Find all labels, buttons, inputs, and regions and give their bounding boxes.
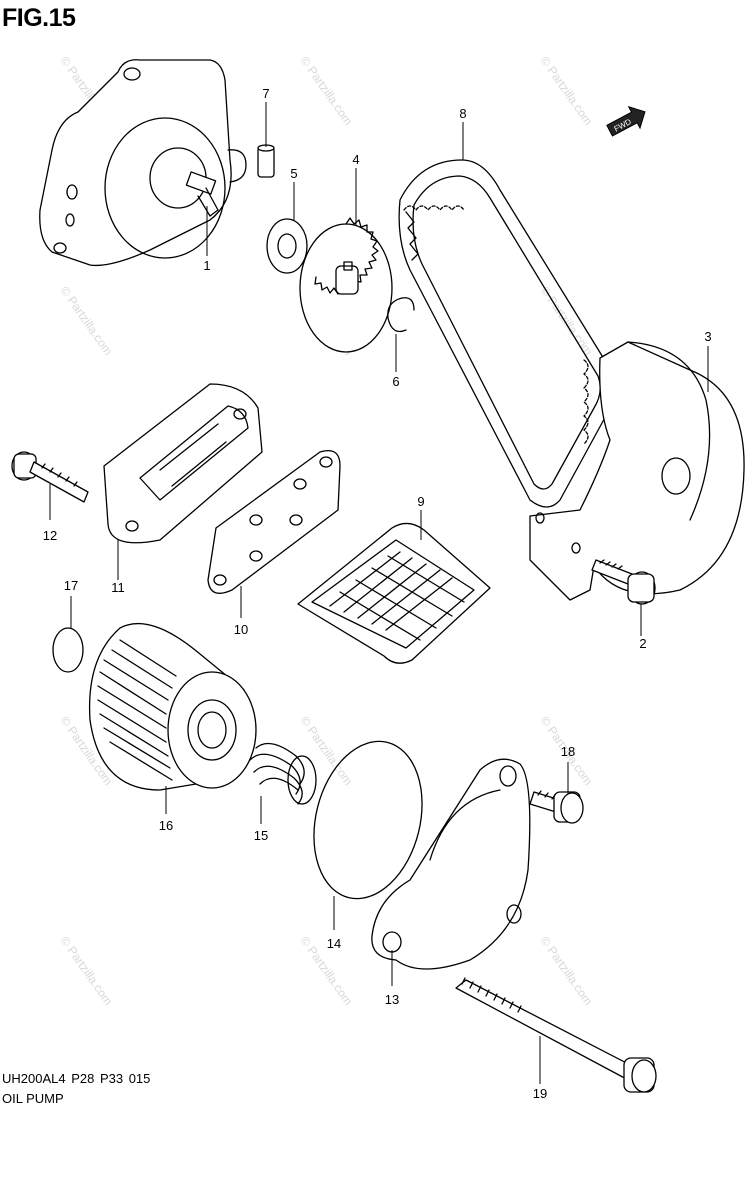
part-10-gasket [207,449,341,594]
part-11-oil-strainer-housing [103,383,263,544]
callout-15: 15 [254,828,268,843]
part-3-chain-guide-cover [529,341,745,601]
callout-3: 3 [704,329,711,344]
part-13-oil-filter-cover [371,758,531,970]
callout-16: 16 [159,818,173,833]
part-15-spring [249,742,317,805]
callout-12: 12 [43,528,57,543]
part-9-oil-strainer-screen [297,522,491,664]
part-16-oil-filter [88,622,257,791]
part-1-oil-pump-body [39,59,247,267]
part-7-dowel-pin [257,144,275,178]
callout-4: 4 [352,152,359,167]
diagram-code: UH200AL4 P28 P33 015 [2,1071,151,1086]
callout-10: 10 [234,622,248,637]
callout-11: 11 [111,580,125,595]
callout-14: 14 [327,936,341,951]
callout-18: 18 [561,744,575,759]
callout-9: 9 [417,494,424,509]
part-5-washer [266,218,308,274]
watermark: © Partzilla.com [538,934,596,1008]
part-19-long-bolt [455,977,657,1093]
callout-1: 1 [203,258,210,273]
part-4-oil-pump-sprocket [299,217,393,353]
figure-title: FIG.15 [2,4,76,32]
watermark: © Partzilla.com [538,284,596,358]
part-17-o-ring [52,627,84,673]
callout-13: 13 [385,992,399,1007]
part-2-bolt [591,559,656,605]
part-18-bolt [529,790,584,824]
watermark: © Partzilla.com [58,934,116,1008]
callout-7: 7 [262,86,269,101]
callout-19: 19 [533,1086,547,1101]
watermark: © Partzilla.com [538,54,596,128]
watermark: © Partzilla.com [298,714,356,788]
fwd-direction-arrow-icon: FWD [606,106,646,137]
watermark: © Partzilla.com [58,284,116,358]
callout-6: 6 [392,374,399,389]
part-14-o-ring [313,740,423,900]
callout-17: 17 [64,578,78,593]
part-6-circlip [387,297,415,333]
callout-5: 5 [290,166,297,181]
diagram-name: OIL PUMP [2,1091,64,1106]
watermark: © Partzilla.com [298,54,356,128]
callout-2: 2 [639,636,646,651]
part-12-bolt [11,451,89,503]
callout-8: 8 [459,106,466,121]
